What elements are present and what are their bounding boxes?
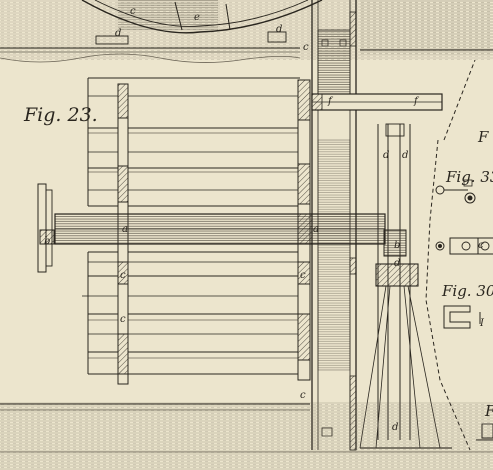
label-d-bottom: d	[392, 422, 398, 433]
fig-partial-label-top: F	[477, 128, 489, 146]
rod-assembly	[359, 123, 452, 449]
label-a-shaft-left: a	[122, 224, 128, 235]
crossbar-f	[311, 93, 443, 111]
label-c-column-bottom: c	[300, 390, 306, 401]
label-c-column-top: c	[303, 42, 309, 53]
fig30-detail	[443, 305, 481, 329]
fig33-detail	[435, 179, 476, 204]
label-c-bolt: c	[478, 240, 484, 251]
label-d-rod-right: d	[402, 150, 408, 161]
label-i-fig30: I	[479, 318, 485, 329]
label-f-left: f	[327, 96, 334, 107]
bottom-ground	[0, 402, 493, 470]
label-b-left: b	[44, 236, 50, 247]
top-wheel-section	[0, 0, 493, 63]
fig30-title: Fig. 30	[441, 282, 493, 300]
fig23-title: Fig. 23.	[23, 104, 98, 126]
label-c-middle: c	[300, 270, 306, 281]
fig-partial-label-bottom: F	[484, 402, 493, 420]
label-c-left2: c	[120, 314, 126, 325]
label-e-top: e	[194, 12, 200, 23]
label-c-top: c	[130, 6, 136, 17]
fig33-title: Fig. 33	[445, 168, 493, 186]
label-b-right: b	[394, 240, 400, 251]
label-a-shaft-right: a	[313, 224, 319, 235]
label-d-top: d	[115, 28, 121, 39]
label-d-block: d	[394, 258, 400, 269]
fig-detail-bolt	[435, 237, 493, 255]
label-f-right: f	[413, 96, 420, 107]
label-d-rod-left: d	[383, 150, 389, 161]
shaft-end-bracket	[37, 183, 55, 273]
label-c-left1: c	[120, 270, 126, 281]
label-d-top2: d	[276, 24, 282, 35]
dashed-boundary	[425, 59, 476, 451]
